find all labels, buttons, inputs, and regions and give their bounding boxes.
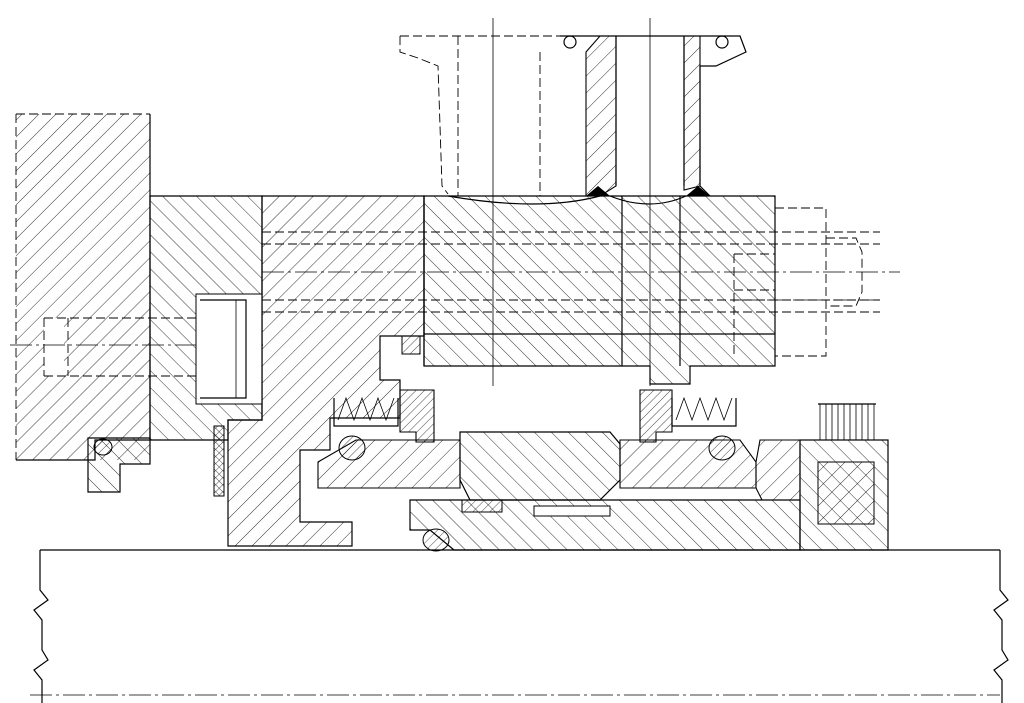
nozzle-pipe [399,18,747,386]
shaft [30,549,1009,703]
drive-collar [755,403,889,551]
bolt-nut [733,207,880,357]
adapter-plate [87,195,263,497]
shaft-sleeve [409,499,801,552]
seal-faces [317,389,757,501]
flange-block [423,195,776,385]
